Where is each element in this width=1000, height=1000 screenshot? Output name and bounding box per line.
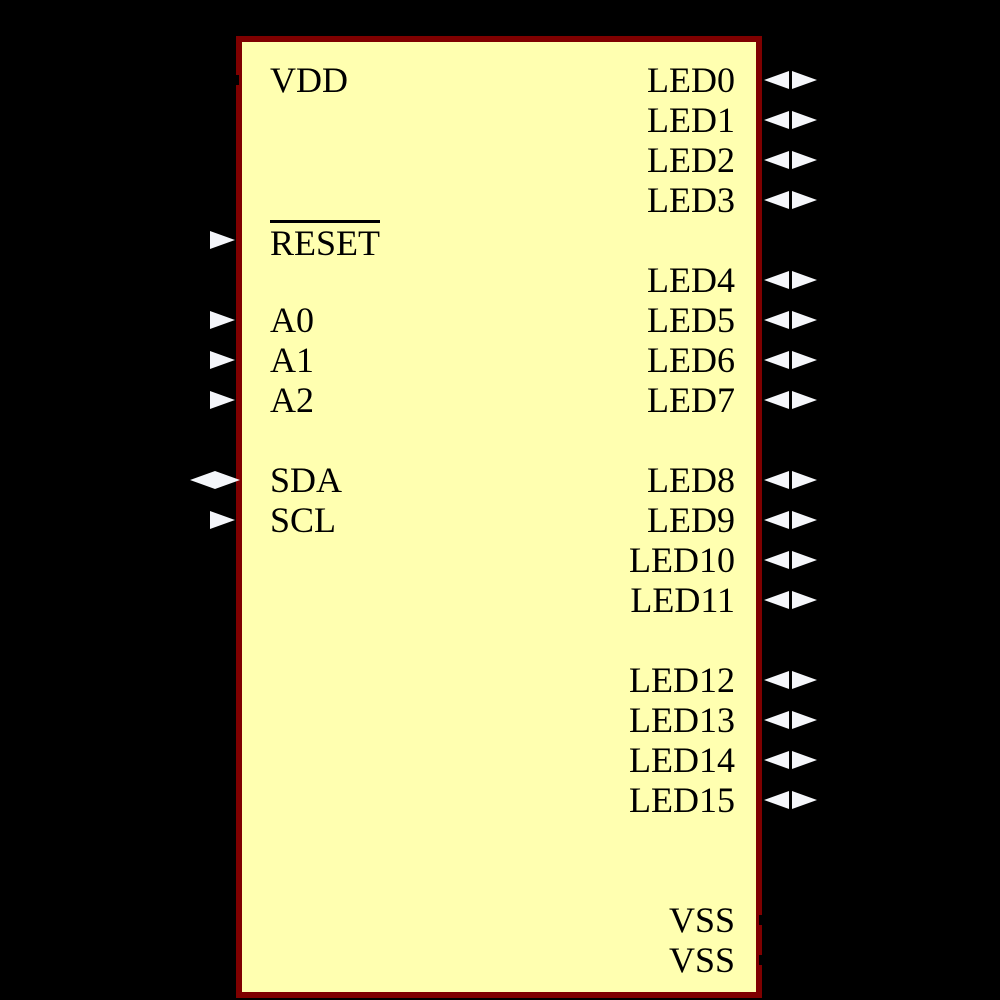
active-low-overline: RESET xyxy=(270,220,381,263)
bidi-arrow-right-icon xyxy=(792,191,817,209)
input-arrow-icon xyxy=(210,511,235,529)
pin-label-led8-r8: LED8 xyxy=(647,460,735,500)
pin-label-vdd: VDD xyxy=(270,60,348,100)
pin-label-led1-r1: LED1 xyxy=(647,100,735,140)
bidi-arrow-right-icon xyxy=(792,471,817,489)
pin-label-a2: A2 xyxy=(270,380,314,420)
pin-label-led10-r10: LED10 xyxy=(629,540,735,580)
pin-label-led5-r5: LED5 xyxy=(647,300,735,340)
bidi-arrow-left-icon xyxy=(764,151,789,169)
input-arrow-icon xyxy=(210,391,235,409)
pin-label-vss-r16: VSS xyxy=(668,900,735,940)
bidi-arrow-left-icon xyxy=(764,351,789,369)
pin-label-led14-r14: LED14 xyxy=(629,740,735,780)
bidi-arrow-right-icon xyxy=(792,111,817,129)
pin-label-a0: A0 xyxy=(270,300,314,340)
pin-label-reset: RESET xyxy=(270,220,381,263)
bidi-arrow-left-icon xyxy=(764,71,789,89)
input-arrow-icon xyxy=(210,231,235,249)
bidi-arrow-right-icon xyxy=(792,511,817,529)
input-arrow-icon xyxy=(210,351,235,369)
bidi-arrow-left-icon xyxy=(764,591,789,609)
bidi-arrow-right-icon xyxy=(792,151,817,169)
bidi-arrow-left-icon xyxy=(764,311,789,329)
bidi-arrow-left-icon xyxy=(764,791,789,809)
bidi-arrow-right-icon xyxy=(215,471,240,489)
bidi-arrow-right-icon xyxy=(792,351,817,369)
pin-label-led7-r7: LED7 xyxy=(647,380,735,420)
bidi-arrow-left-icon xyxy=(764,511,789,529)
pin-label-a1: A1 xyxy=(270,340,314,380)
pin-label-vss-r17: VSS xyxy=(668,940,735,980)
bidi-arrow-left-icon xyxy=(764,551,789,569)
pin-label-led6-r6: LED6 xyxy=(647,340,735,380)
bidi-arrow-left-icon xyxy=(764,751,789,769)
bidi-arrow-right-icon xyxy=(792,591,817,609)
bidi-arrow-left-icon xyxy=(764,471,789,489)
pin-label-sda: SDA xyxy=(270,460,343,500)
input-arrow-icon xyxy=(210,311,235,329)
bidi-arrow-right-icon xyxy=(792,551,817,569)
bidi-arrow-left-icon xyxy=(190,471,215,489)
pin-label-led0-r0: LED0 xyxy=(647,60,735,100)
pin-stub xyxy=(759,955,772,965)
bidi-arrow-right-icon xyxy=(792,391,817,409)
bidi-arrow-left-icon xyxy=(764,391,789,409)
bidi-arrow-right-icon xyxy=(792,791,817,809)
pin-label-led13-r13: LED13 xyxy=(629,700,735,740)
pin-label-led4-r4: LED4 xyxy=(647,260,735,300)
bidi-arrow-right-icon xyxy=(792,71,817,89)
pin-label-led2-r2: LED2 xyxy=(647,140,735,180)
pin-label-led9-r9: LED9 xyxy=(647,500,735,540)
bidi-arrow-left-icon xyxy=(764,111,789,129)
bidi-arrow-right-icon xyxy=(792,671,817,689)
pin-stub xyxy=(759,915,772,925)
bidi-arrow-right-icon xyxy=(792,271,817,289)
pin-label-led15-r15: LED15 xyxy=(629,780,735,820)
pin-label-scl: SCL xyxy=(270,500,337,540)
chip-body xyxy=(236,36,762,998)
bidi-arrow-left-icon xyxy=(764,671,789,689)
pin-stub xyxy=(226,75,239,85)
bidi-arrow-right-icon xyxy=(792,751,817,769)
pin-label-led12-r12: LED12 xyxy=(629,660,735,700)
pin-label-led3-r3: LED3 xyxy=(647,180,735,220)
bidi-arrow-right-icon xyxy=(792,311,817,329)
pin-label-led11-r11: LED11 xyxy=(630,580,735,620)
bidi-arrow-right-icon xyxy=(792,711,817,729)
bidi-arrow-left-icon xyxy=(764,271,789,289)
bidi-arrow-left-icon xyxy=(764,711,789,729)
bidi-arrow-left-icon xyxy=(764,191,789,209)
